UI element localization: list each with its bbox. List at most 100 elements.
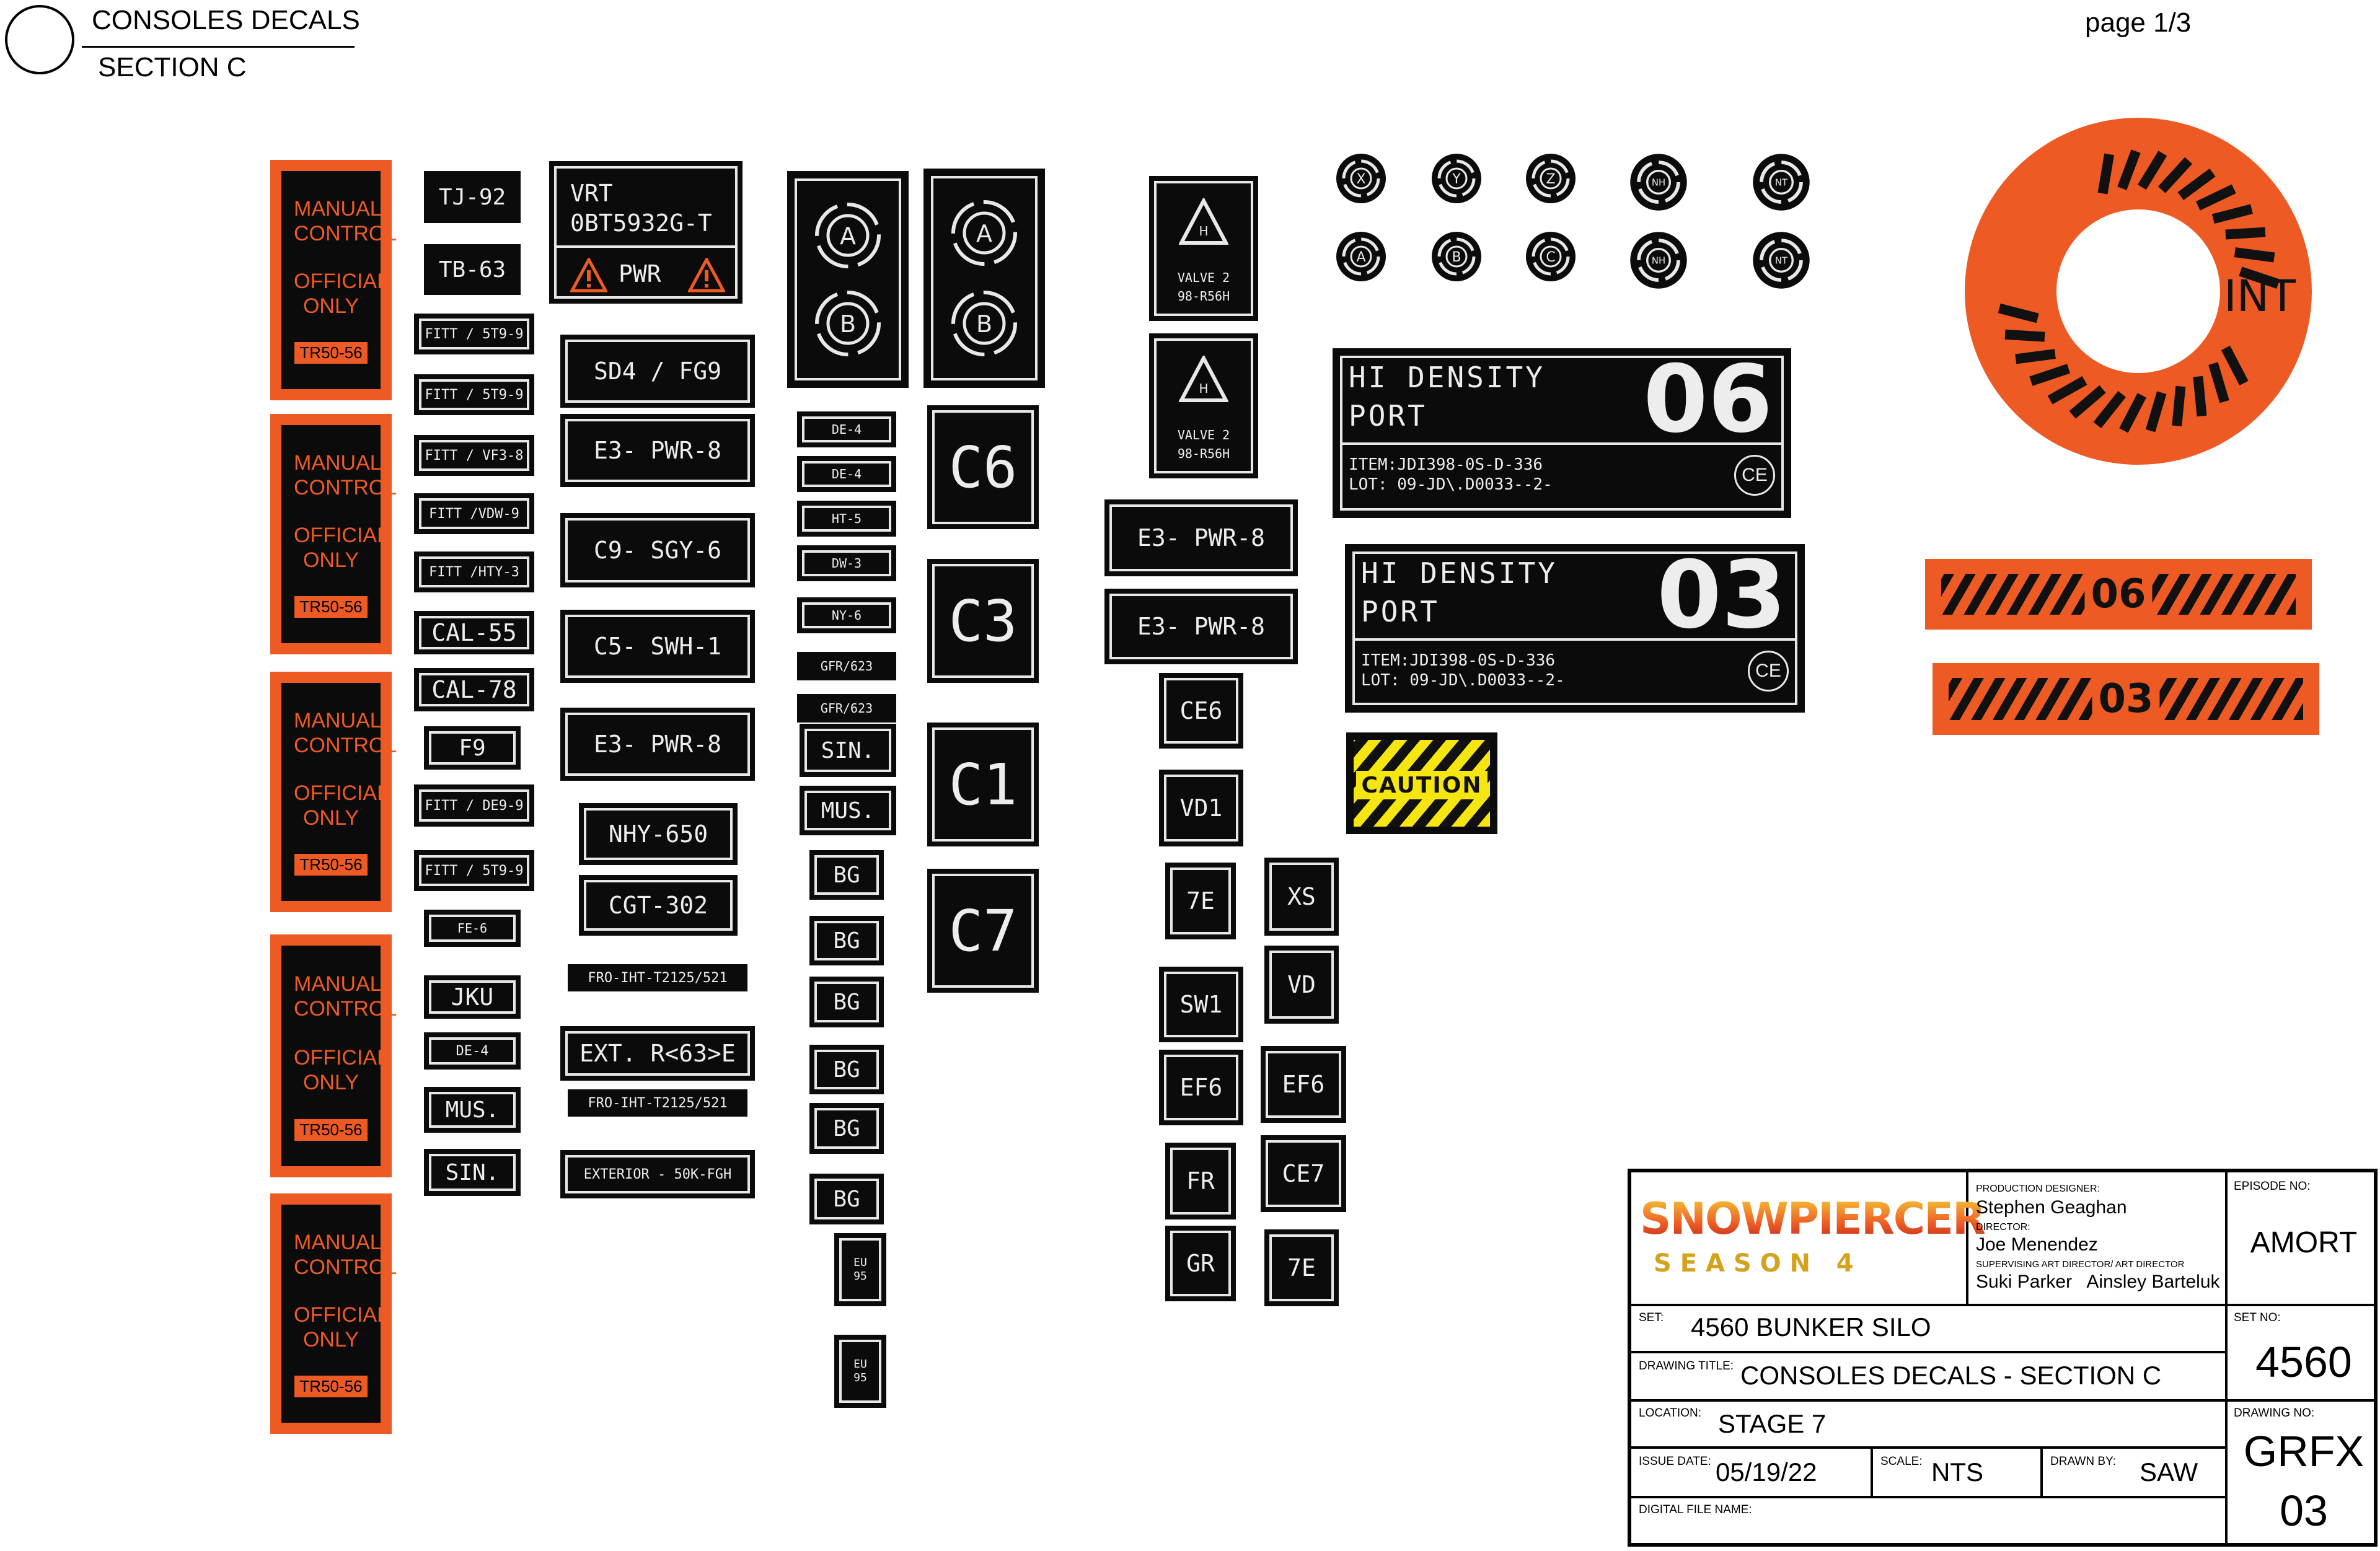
drawing-title-label: DRAWING TITLE: [1639,1360,1734,1373]
decal-text: CAL-78 [419,673,529,706]
decal-text: FE-6 [429,915,516,942]
setno-label: SET NO: [2234,1311,2281,1324]
decal-text: MUS. [804,791,891,830]
location-label: LOCATION: [1639,1407,1701,1420]
drawing-no-value2: 03 [2280,1487,2328,1535]
roundel-icon: NT [1753,154,1810,211]
official-only-text: OFFICIAL ONLY [294,270,389,319]
vrt-line2: 0BT5932G-T [570,209,712,237]
snowpiercer-logo: SNOWPIERCER [1640,1193,1986,1244]
valve-code: 98-R56H [1177,446,1230,461]
drawing-title-value: CONSOLES DECALS - SECTION C [1740,1361,2162,1390]
drawing-no-value1: GRFX [2243,1427,2365,1475]
set-label: SET: [1639,1311,1664,1324]
roundel-letter: Z [1546,172,1555,187]
decal-text: BG [814,855,879,895]
hi-density-line2: PORT [1349,399,1427,433]
stripe-bar-number: 03 [2092,677,2160,721]
manual-control-text: MANUAL CONTROL [294,708,397,757]
label-decal: HT-5 [797,501,896,537]
label-decal: NY-6 [797,597,896,633]
label-decal: FITT / DE9-9 [414,784,534,827]
season-label: S E A S O N 4 [1654,1249,1854,1278]
manual-control-text: MANUAL CONTROL [294,196,397,245]
official-only-text: OFFICIAL ONLY [294,1303,389,1352]
decal-text: C5- SWH-1 [565,615,750,678]
ab-a-letter: A [840,222,856,250]
decal-text: EF6 [1266,1051,1341,1118]
ab-b-letter: B [976,310,992,338]
decal-text: C6 [932,410,1034,524]
decal-text: NY-6 [802,602,891,628]
label-decal: DE-4 [797,456,896,492]
official-only-text: OFFICIAL ONLY [294,524,389,573]
label-decal: FITT / 5T9-9 [414,850,534,891]
label-decal: BG [809,916,884,965]
hi-density-line1: HI DENSITY [1349,361,1545,394]
decal-text: VD [1269,951,1334,1019]
decal-text: MUS. [429,1092,516,1128]
decal-text: FITT / DE9-9 [419,789,529,822]
manual-control-panel: MANUAL CONTROL OFFICIAL ONLY TR50-56 [270,934,397,1177]
decal-text: E3- PWR-8 [565,419,750,482]
manual-control-text: MANUAL CONTROL [294,450,397,499]
label-decal: DE-4 [424,1032,521,1070]
hi-density-port-panel: HI DENSITY PORT 03 ITEM:JDI398-0S-D-336 … [1345,544,1805,713]
hi-density-line2: PORT [1361,595,1440,628]
valve-decal: H VALVE 2 98-R56H [1149,333,1258,478]
vrt-divider [557,245,735,248]
label-decal: GFR/623 [797,694,896,723]
decal-text: SD4 / FG9 [565,340,750,403]
caution-label: CAUTION [1356,771,1488,799]
hi-density-item: ITEM:JDI398-0S-D-336 [1349,455,1543,474]
set-value: 4560 BUNKER SILO [1691,1312,1931,1342]
valve-code: 98-R56H [1177,289,1230,304]
roundel-letter: NH [1652,177,1665,188]
decal-text: E3- PWR-8 [1109,594,1293,659]
label-decal: E3- PWR-8 [1104,589,1298,664]
roundel-letter: NT [1775,255,1788,266]
decal-text: BG [814,1179,879,1219]
decal-text: TJ-92 [438,184,506,210]
dir-label: DIRECTOR: [1976,1222,2030,1232]
label-decal: JKU [424,975,521,1019]
header-title: CONSOLES DECALS [92,5,360,35]
decal-text: EXT. R<63>E [565,1031,750,1076]
hi-density-number: 06 [1643,346,1773,454]
drawing-no-label: DRAWING NO: [2234,1407,2315,1420]
roundel-icon: Y [1432,154,1481,203]
label-decal: CAL-78 [414,668,534,711]
manual-control-panel: MANUAL CONTROL OFFICIAL ONLY TR50-56 [270,1193,397,1434]
manual-tag: TR50-56 [294,596,368,618]
big-letter-decal: C7 [927,869,1039,993]
manual-control-text: MANUAL CONTROL [294,1230,397,1279]
hi-density-item: ITEM:JDI398-0S-D-336 [1361,651,1556,670]
label-decal: SIN. [424,1149,521,1196]
decal-text: JKU [429,980,516,1014]
label-decal: FITT / 5T9-9 [414,314,534,354]
label-decal: MUS. [800,786,896,835]
label-decal: F9 [424,726,521,770]
decal-text: C7 [932,874,1034,988]
decal-text: EXTERIOR - 50K-FGH [565,1155,750,1193]
decal-text: HT-5 [802,506,891,532]
official-only-text: OFFICIAL ONLY [294,781,389,830]
episode-label: EPISODE NO: [2234,1180,2311,1193]
decal-text: EF6 [1164,1055,1238,1120]
roundel-letter: B [1452,250,1461,265]
decal-text: FRO-IHT-T2125/521 [588,970,728,986]
label-decal: FITT /HTY-3 [414,551,534,592]
stripe-bar-number: 06 [2084,573,2153,616]
svg-text:H: H [1199,224,1208,239]
roundel-icon: C [1526,232,1576,281]
label-decal: FITT /VDW-9 [414,493,534,534]
decal-text: GFR/623 [820,701,873,716]
valve-triangle-icon: H [1179,356,1228,402]
label-decal: DE-4 [797,411,896,447]
decal-text: GFR/623 [820,659,873,674]
sad-label: SUPERVISING ART DIRECTOR/ ART DIRECTOR [1976,1259,2185,1270]
label-decal: BG [809,1045,884,1094]
decal-text: EU 95 [839,1340,881,1403]
decal-text: DE-4 [429,1037,516,1065]
decal-text: EU 95 [839,1238,881,1301]
